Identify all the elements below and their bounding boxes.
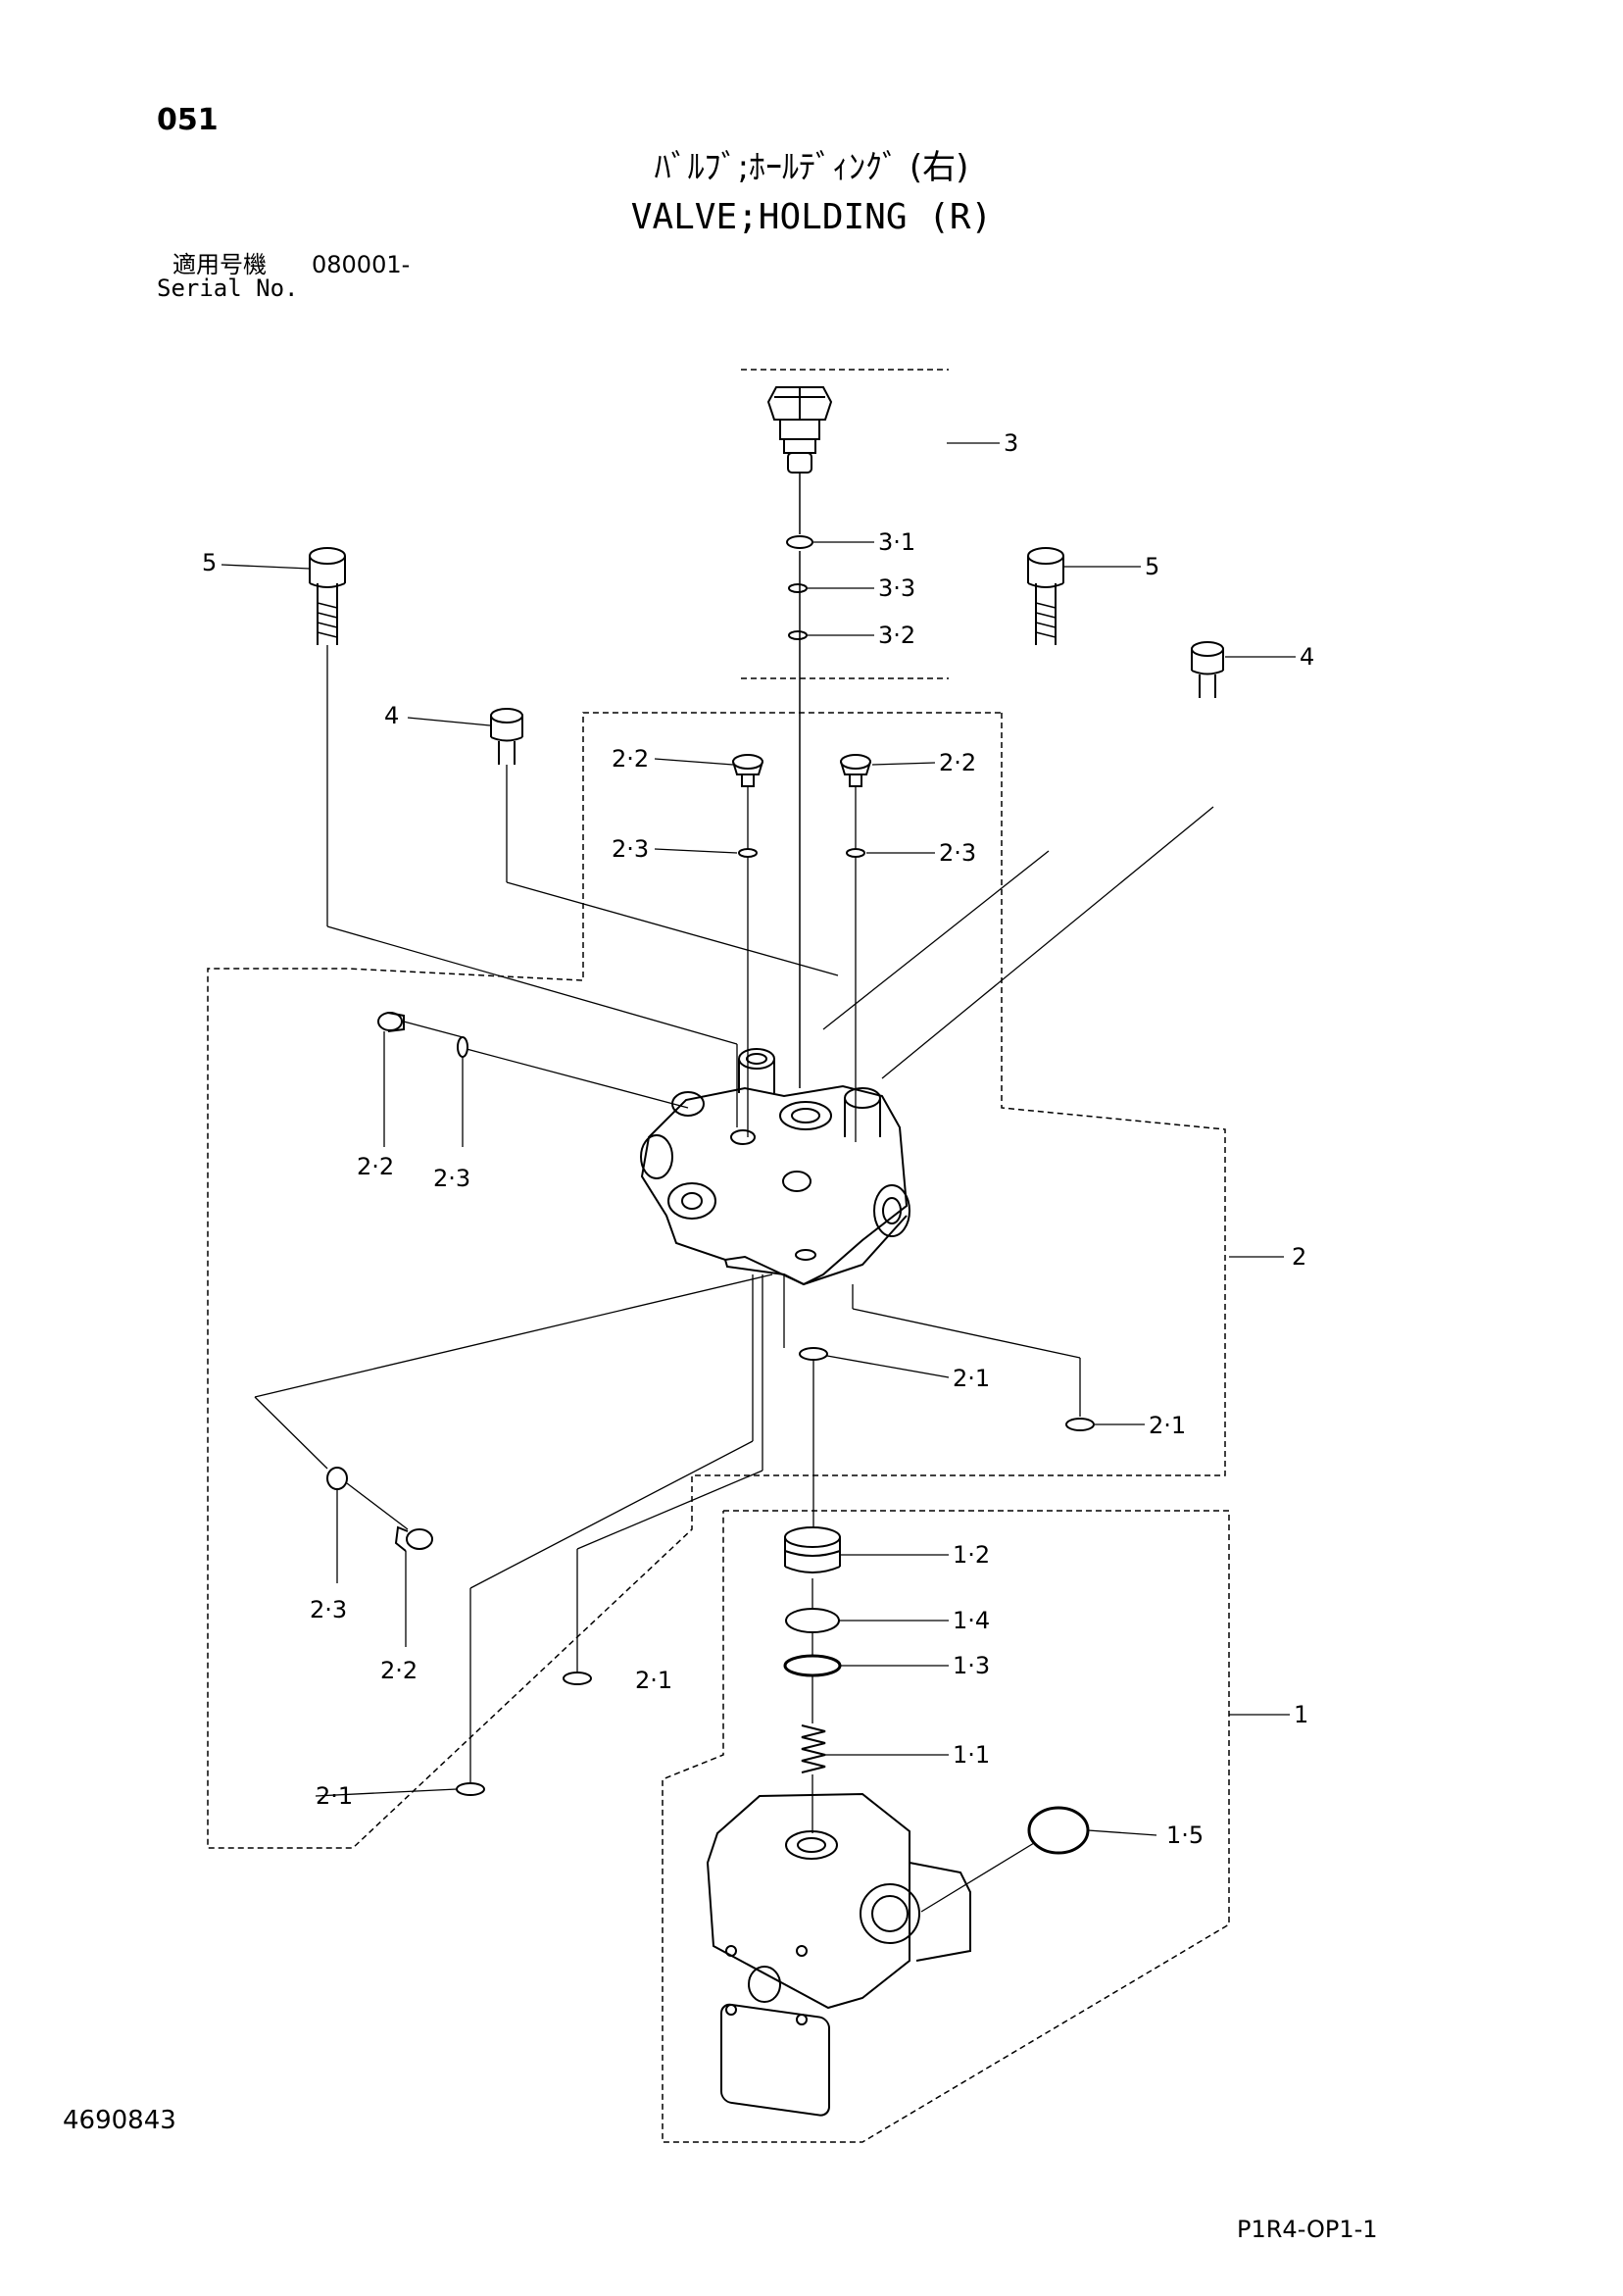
group-boundary-part-2: [207, 712, 1226, 1849]
callout-2-2-c: 2·2: [357, 1153, 394, 1180]
part-3-cartridge: [766, 386, 833, 474]
callout-1: 1: [1294, 1701, 1308, 1728]
callout-1-4: 1·4: [953, 1607, 990, 1634]
o-ring-2-3-left-upper: [457, 1036, 468, 1058]
callout-2-3-d: 2·3: [310, 1596, 347, 1623]
callout-1-3: 1·3: [953, 1652, 990, 1679]
callout-3-1: 3·1: [878, 528, 915, 556]
group-boundary-part-3: [741, 369, 949, 679]
callout-3-3: 3·3: [878, 574, 915, 602]
screw-4-right: [1191, 641, 1224, 698]
callout-2-2-d: 2·2: [380, 1657, 418, 1684]
o-ring-1-5: [1027, 1806, 1090, 1855]
callout-1-5: 1·5: [1166, 1822, 1204, 1849]
o-ring-2-3-top-right: [846, 848, 865, 858]
o-ring-2-1-a: [799, 1347, 828, 1361]
plug-2-2-top-left: [732, 754, 763, 787]
callout-1-1: 1·1: [953, 1741, 990, 1769]
callout-2-2-b: 2·2: [939, 749, 976, 776]
ring-1-4: [785, 1608, 840, 1633]
callout-2-2-a: 2·2: [612, 745, 649, 773]
part-1-2-poppet: [784, 1526, 841, 1573]
o-ring-2-1-d: [456, 1782, 485, 1796]
document-id: 4690843: [63, 2106, 176, 2135]
sheet-code: P1R4-OP1-1: [1237, 2216, 1378, 2243]
group-boundary-part-1: [662, 1510, 1230, 2143]
serial-label-english: Serial No.: [157, 275, 299, 302]
plug-2-2-top-right: [840, 754, 871, 787]
callout-2-1-a: 2·1: [953, 1365, 990, 1392]
callout-2: 2: [1292, 1243, 1306, 1271]
part-2-valve-body: [640, 1048, 910, 1286]
o-ring-2-1-c: [563, 1672, 592, 1685]
callout-2-3-c: 2·3: [433, 1165, 470, 1192]
part-1-housing: [706, 1792, 971, 2117]
o-ring-3-1: [786, 535, 813, 549]
bolt-5-left: [309, 547, 346, 645]
callout-5-right: 5: [1145, 553, 1159, 580]
serial-label-japanese: 適用号機: [172, 251, 267, 278]
callout-2-1-b: 2·1: [1149, 1412, 1186, 1439]
callout-3-2: 3·2: [878, 622, 915, 649]
title-japanese: ﾊﾞﾙﾌﾞ;ﾎｰﾙﾃﾞｨﾝｸﾞ (右): [654, 148, 969, 187]
spring-1-1: [801, 1724, 826, 1773]
assembly-lines: [254, 645, 1214, 1913]
callout-2-1-d: 2·1: [316, 1782, 353, 1810]
callout-2-3-b: 2·3: [939, 839, 976, 867]
o-ring-2-3-top-left: [738, 848, 758, 858]
callout-4-right: 4: [1300, 643, 1314, 671]
callout-2-1-c: 2·1: [635, 1667, 672, 1694]
serial-value: 080001-: [312, 251, 411, 278]
plug-2-2-left-upper: [377, 1012, 405, 1032]
plug-2-2-left-lower: [394, 1525, 433, 1552]
callout-labels: 3 3·1 3·3 3·2 5 5 4 4 2·2 2·2 2·3 2·3 2·…: [202, 429, 1314, 1849]
bolt-5-right: [1027, 547, 1064, 645]
leader-lines: [221, 442, 1296, 1836]
o-ring-1-3: [783, 1654, 842, 1677]
page-number: 051: [157, 103, 219, 137]
title-english: VALVE;HOLDING (R): [630, 197, 993, 237]
callout-1-2: 1·2: [953, 1541, 990, 1569]
callout-4-left: 4: [384, 702, 399, 729]
o-ring-3-2: [788, 630, 808, 640]
callout-2-3-a: 2·3: [612, 835, 649, 863]
callout-5-left: 5: [202, 549, 217, 576]
o-ring-2-1-b: [1065, 1418, 1095, 1431]
screw-4-left: [490, 708, 523, 765]
callout-3: 3: [1004, 429, 1018, 457]
o-ring-2-3-left-lower: [326, 1467, 348, 1490]
o-ring-3-3: [788, 583, 808, 593]
